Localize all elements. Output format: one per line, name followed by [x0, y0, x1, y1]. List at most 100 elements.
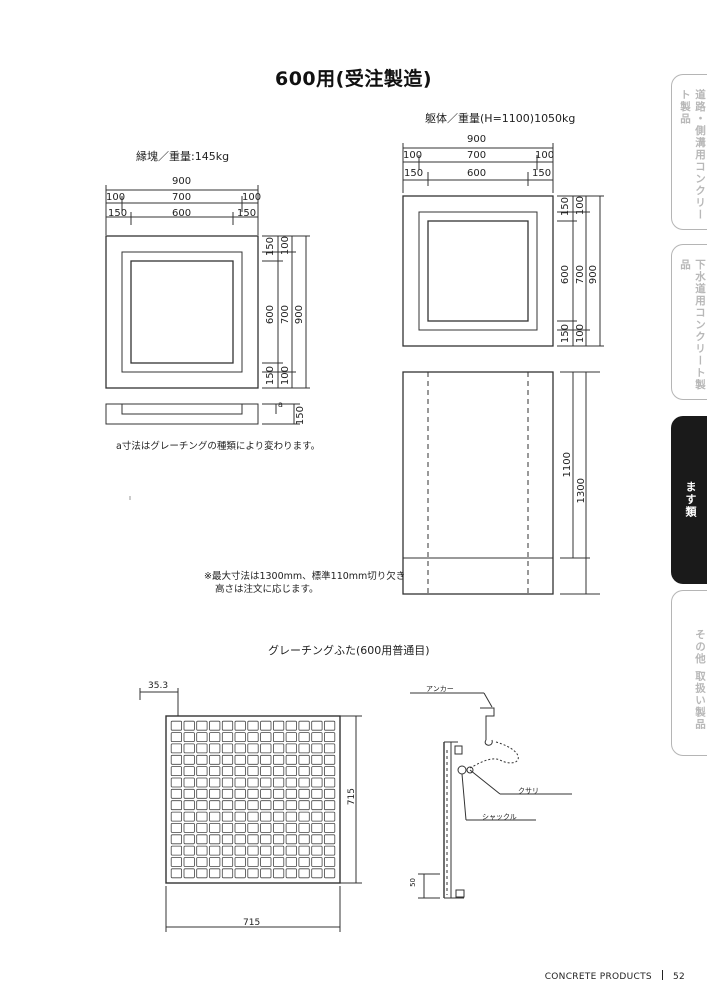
grating-cell [196, 857, 208, 867]
grating-cell [260, 868, 272, 879]
grating-cell [260, 811, 272, 822]
grating-cell [285, 800, 297, 811]
body-dim-v7: 100 [575, 324, 586, 344]
grating-cell [209, 777, 221, 788]
grating-cell [311, 766, 323, 776]
grating-cell [260, 777, 272, 788]
grating-cell [221, 732, 234, 742]
grating-cell [298, 845, 310, 856]
grating-cell [298, 811, 310, 822]
grating-cell [311, 834, 323, 845]
detail-dim-50: 50 [409, 878, 417, 887]
grating-cell [183, 811, 195, 822]
grating-cell [311, 868, 323, 879]
grating-cell [298, 823, 310, 833]
tab-other-products[interactable]: その他 取扱い製品 [671, 590, 707, 756]
grating-cell [260, 754, 272, 765]
grating-cell [272, 743, 285, 754]
grating-cell [221, 788, 234, 799]
tab-boxes[interactable]: ます類 [671, 416, 707, 584]
grating-cell [196, 788, 208, 799]
footer-separator [661, 970, 663, 980]
grating-cell [311, 754, 323, 765]
grating-cell [234, 857, 246, 867]
grating-cell [323, 823, 336, 833]
grating-cell [285, 868, 297, 879]
grating-cell [234, 732, 246, 742]
footer: CONCRETE PRODUCTS 52 [545, 970, 685, 982]
grating-cell [285, 857, 297, 867]
grating-cell [260, 732, 272, 742]
grating-cell [285, 720, 297, 731]
grating-cell [196, 800, 208, 811]
grating-label: グレーチングふた(600用普通目) [268, 644, 430, 657]
grating-cell [323, 766, 336, 776]
section-dim-150: 150 [295, 406, 306, 426]
grating-cell [323, 868, 336, 879]
grating-cell [196, 766, 208, 776]
grating-cell [170, 845, 182, 856]
grating-cell [183, 732, 195, 742]
grating-mesh [170, 720, 336, 879]
grating-cell [260, 823, 272, 833]
grating-cell [298, 800, 310, 811]
grating-cell [196, 777, 208, 788]
grating-cell [209, 868, 221, 879]
footer-text: CONCRETE PRODUCTS [544, 972, 652, 982]
curb-block-label: 縁塊／重量:145kg [136, 150, 230, 163]
grating-cell [209, 811, 221, 822]
grating-cell [196, 743, 208, 754]
body-dim-1100: 1100 [562, 452, 573, 478]
grating-cell [234, 788, 246, 799]
grating-cell [221, 857, 234, 867]
curb-dim-row2-left: 100 [106, 192, 126, 203]
grating-cell [323, 720, 336, 731]
grating-cell [234, 720, 246, 731]
grating-cell [323, 857, 336, 867]
grating-cell [285, 777, 297, 788]
grating-cell [170, 732, 182, 742]
grating-cell [170, 868, 182, 879]
page-title: 600用(受注製造) [274, 68, 433, 90]
curb-dim-row3-right: 150 [237, 208, 257, 219]
grating-cell [285, 766, 297, 776]
grating-cell [298, 754, 310, 765]
grating-cell [209, 800, 221, 811]
grating-cell [272, 811, 285, 822]
curb-dim-v7: 100 [280, 366, 291, 386]
grating-cell [170, 743, 182, 754]
detail-label-chain: クサリ [518, 787, 539, 795]
grating-cell [209, 766, 221, 776]
grating-cell [247, 732, 259, 742]
tab-road-products[interactable]: 道路・側溝用コンクリート製品 [671, 74, 707, 230]
body-dim-v2: 100 [575, 196, 586, 216]
grating-cell [285, 743, 297, 754]
grating-cell [298, 777, 310, 788]
grating-cell [260, 800, 272, 811]
grating-cell [285, 732, 297, 742]
grating-cell [196, 811, 208, 822]
page-number: 52 [672, 972, 685, 982]
section-dim-a: a [278, 400, 283, 409]
grating-cell [247, 868, 259, 879]
grating-cell [247, 834, 259, 845]
grating-cell [221, 834, 234, 845]
grating-cell [209, 743, 221, 754]
curb-dim-overall: 900 [172, 176, 192, 187]
body-dim-row2-mid: 700 [467, 150, 487, 161]
grating-cell [247, 857, 259, 867]
grating-cell [170, 788, 182, 799]
grating-cell [285, 754, 297, 765]
grating-cell [260, 834, 272, 845]
grating-cell [285, 811, 297, 822]
grating-dim-right: 715 [347, 788, 357, 806]
tab-sewer-products[interactable]: 下水道用コンクリート製品 [671, 244, 707, 400]
body-note-line1: ※最大寸法は1300mm、標準110mm切り欠き [204, 571, 406, 582]
grating-cell [183, 868, 195, 879]
grating-cell [221, 845, 234, 856]
grating-cell [183, 834, 195, 845]
grating-cell [183, 766, 195, 776]
grating-cell [183, 823, 195, 833]
grating-cell [247, 720, 259, 731]
tab-sewer-products-label: 下水道用コンクリート製品 [679, 259, 706, 391]
